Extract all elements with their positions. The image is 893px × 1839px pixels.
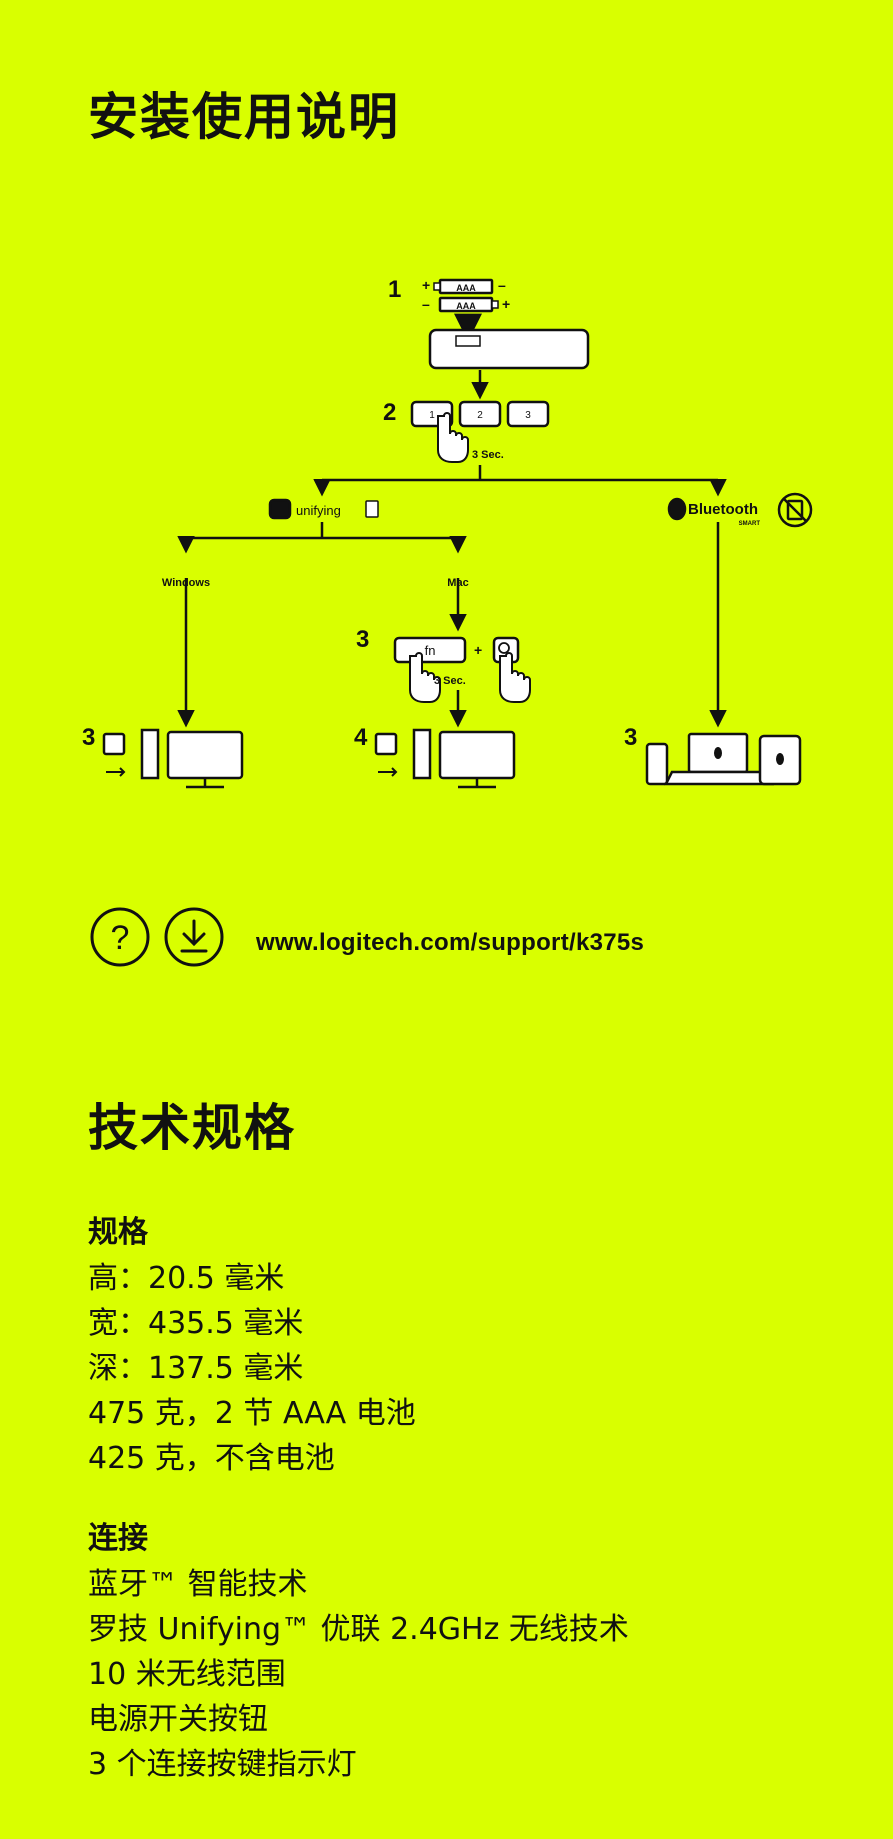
- press-hand-icon: [437, 412, 469, 463]
- step-number: 3: [356, 626, 369, 653]
- step-number: 3: [82, 724, 95, 751]
- svg-text:+: +: [422, 277, 430, 293]
- spec-item: 深：137.5 毫米: [88, 1351, 304, 1386]
- svg-text:?: ?: [111, 919, 130, 957]
- spec-item: 10 米无线范围: [88, 1657, 286, 1692]
- bluetooth-sub-label: SMART: [739, 521, 761, 527]
- spec-item: 425 克，不含电池: [88, 1441, 335, 1476]
- hold-time-label: 3 Sec.: [434, 675, 466, 687]
- spec-item: 475 克，2 节 AAA 电池: [88, 1396, 416, 1431]
- no-receiver-icon: [777, 492, 813, 528]
- help-icon[interactable]: ?: [88, 905, 152, 969]
- mac-label: Mac: [447, 577, 468, 589]
- unifying-logo-icon: [268, 498, 292, 520]
- download-icon[interactable]: [162, 905, 226, 969]
- spec-item: 罗技 Unifying™ 优联 2.4GHz 无线技术: [88, 1612, 629, 1647]
- bluetooth-label: Bluetooth: [688, 501, 758, 518]
- press-hand-icon: [499, 652, 531, 703]
- windows-computer-icon: [102, 728, 244, 789]
- spec-item: 宽：435.5 毫米: [88, 1306, 304, 1341]
- spec-section-dimensions: 规格 高：20.5 毫米 宽：435.5 毫米 深：137.5 毫米 475 克…: [88, 1213, 868, 1481]
- bluetooth-logo-icon: [667, 497, 687, 521]
- setup-diagram: 1 + – – + AAA AAA 2 1 2 3 3 Sec. unifyin…: [82, 276, 813, 789]
- spec-section-connectivity: 连接 蓝牙™ 智能技术 罗技 Unifying™ 优联 2.4GHz 无线技术 …: [88, 1519, 868, 1787]
- spec-item: 高：20.5 毫米: [88, 1261, 285, 1296]
- windows-label: Windows: [162, 577, 210, 589]
- svg-text:+: +: [502, 296, 510, 312]
- step-number: 4: [354, 724, 368, 751]
- fn-key-label: fn: [425, 643, 436, 658]
- specs-list: 规格 高：20.5 毫米 宽：435.5 毫米 深：137.5 毫米 475 克…: [88, 1213, 868, 1825]
- spec-section-heading: 规格: [88, 1215, 148, 1250]
- press-hand-icon: [409, 652, 441, 703]
- step-number: 2: [383, 399, 396, 426]
- channel-key-label: 3: [525, 410, 531, 421]
- battery-label: AAA: [456, 283, 476, 293]
- usb-receiver-icon: [365, 500, 379, 518]
- step-number: 1: [388, 276, 401, 303]
- install-title: 安装使用说明: [88, 88, 400, 146]
- battery-label: AAA: [456, 301, 476, 311]
- channel-key-label: 2: [477, 410, 483, 421]
- svg-text:+: +: [474, 642, 482, 658]
- spec-item: 蓝牙™ 智能技术: [88, 1567, 308, 1602]
- svg-text:–: –: [422, 296, 430, 312]
- svg-text:–: –: [498, 277, 506, 293]
- specs-title: 技术规格: [88, 1099, 296, 1157]
- keyboard-icon: [428, 328, 590, 370]
- bluetooth-devices-icon: [645, 732, 802, 786]
- step-number: 3: [624, 724, 637, 751]
- mac-computer-icon: [374, 728, 516, 789]
- support-url-link[interactable]: www.logitech.com/support/k375s: [256, 929, 645, 956]
- spec-item: 电源开关按钮: [88, 1702, 268, 1737]
- unifying-label: unifying: [296, 503, 341, 518]
- spec-section-heading: 连接: [88, 1521, 148, 1556]
- hold-time-label: 3 Sec.: [472, 449, 504, 461]
- spec-item: 3 个连接按键指示灯: [88, 1747, 357, 1782]
- channel-key-label: 1: [429, 410, 435, 421]
